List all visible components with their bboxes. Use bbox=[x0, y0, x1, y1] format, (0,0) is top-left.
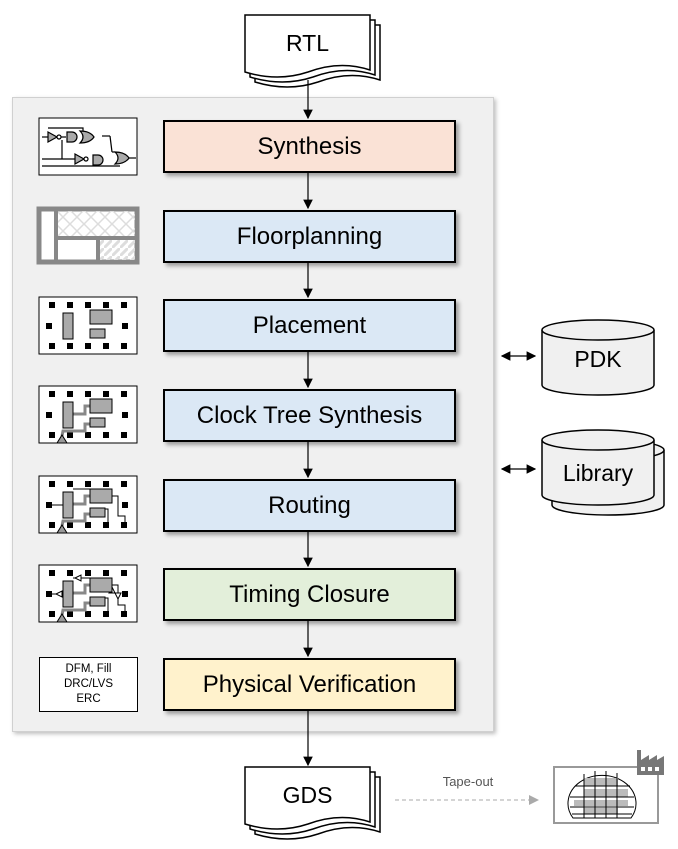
stage-routing[interactable]: Routing bbox=[163, 479, 456, 532]
routing-icon bbox=[38, 475, 138, 534]
library-label: Library bbox=[562, 460, 634, 486]
stage-placement[interactable]: Placement bbox=[163, 299, 456, 352]
check-drc-lvs: DRC/LVS bbox=[64, 678, 113, 690]
stage-clock-tree-synthesis[interactable]: Clock Tree Synthesis bbox=[163, 389, 456, 442]
rtl-label: RTL bbox=[285, 30, 330, 56]
flow-arrows bbox=[303, 80, 537, 767]
gds-document-icon bbox=[244, 766, 381, 840]
factory-icon bbox=[637, 750, 664, 775]
placement-icon bbox=[38, 296, 138, 355]
check-dfm-fill: DFM, Fill bbox=[65, 663, 112, 675]
rtl-document-icon bbox=[244, 14, 381, 88]
floorplan-icon bbox=[36, 206, 140, 265]
wafer-icon bbox=[553, 766, 659, 824]
library-database-icon bbox=[541, 429, 665, 516]
stage-floorplanning[interactable]: Floorplanning bbox=[163, 210, 456, 263]
tapeout-label: Tape-out bbox=[442, 774, 494, 789]
pdk-label: PDK bbox=[574, 346, 622, 372]
check-erc: ERC bbox=[76, 693, 101, 705]
stage-physical-verification[interactable]: Physical Verification bbox=[163, 658, 456, 711]
gds-label: GDS bbox=[282, 782, 333, 808]
logic-gates-icon bbox=[38, 117, 138, 176]
timing-icon bbox=[38, 564, 138, 623]
verification-checks-box: DFM, Fill DRC/LVS ERC bbox=[39, 657, 138, 712]
stage-synthesis[interactable]: Synthesis bbox=[163, 120, 456, 173]
pdk-database-icon bbox=[541, 319, 655, 396]
stage-timing-closure[interactable]: Timing Closure bbox=[163, 568, 456, 621]
clock-tree-icon bbox=[38, 385, 138, 444]
